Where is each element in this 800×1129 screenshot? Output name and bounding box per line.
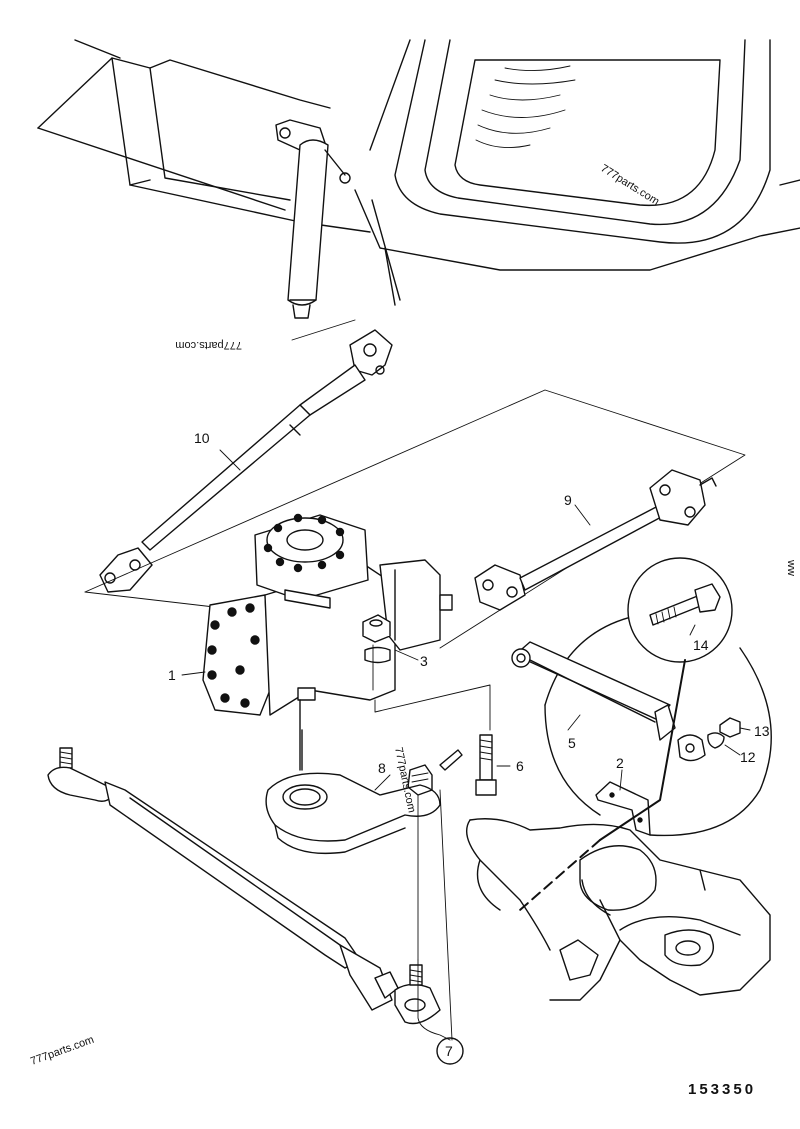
callout-9: 9 (564, 492, 572, 508)
ram-inset-circle (511, 611, 772, 837)
inset-dashed-leader (519, 839, 601, 911)
bolt-leader-box (374, 684, 491, 731)
callout-circle-7 (436, 1037, 464, 1065)
bolt-detail-circle (627, 557, 733, 663)
callout-14: 14 (693, 637, 709, 653)
callout-1: 1 (168, 667, 176, 683)
drive-shaft (474, 469, 717, 611)
gearbox-side-bolts (207, 603, 260, 708)
callout-6: 6 (516, 758, 524, 774)
drawing-reference-number: 153350 (688, 1081, 756, 1098)
callout-5: 5 (568, 735, 576, 751)
steering-gearbox (202, 513, 453, 771)
bolt (475, 734, 497, 796)
watermark-2: 777parts.com (175, 339, 242, 351)
callout-2: 2 (616, 755, 624, 771)
callout-3: 3 (420, 653, 428, 669)
drop-arm (265, 749, 463, 961)
gearbox-top-bolts (263, 513, 345, 573)
steering-column (275, 119, 356, 341)
callout-7: 7 (445, 1043, 453, 1059)
watermark-5: ww (785, 559, 797, 576)
callout-8: 8 (378, 760, 386, 776)
callout-leaders (181, 449, 751, 1041)
watermark-4: 777parts.com (29, 1034, 96, 1068)
callout-10: 10 (194, 430, 210, 446)
drag-link (47, 747, 441, 1025)
bracket (595, 781, 651, 836)
nut-and-washer (362, 614, 391, 691)
callout-13: 13 (754, 723, 770, 739)
callout-12: 12 (740, 749, 756, 765)
intermediate-shaft (99, 329, 393, 593)
cab-body (37, 39, 800, 306)
axle-housing (466, 818, 771, 1001)
